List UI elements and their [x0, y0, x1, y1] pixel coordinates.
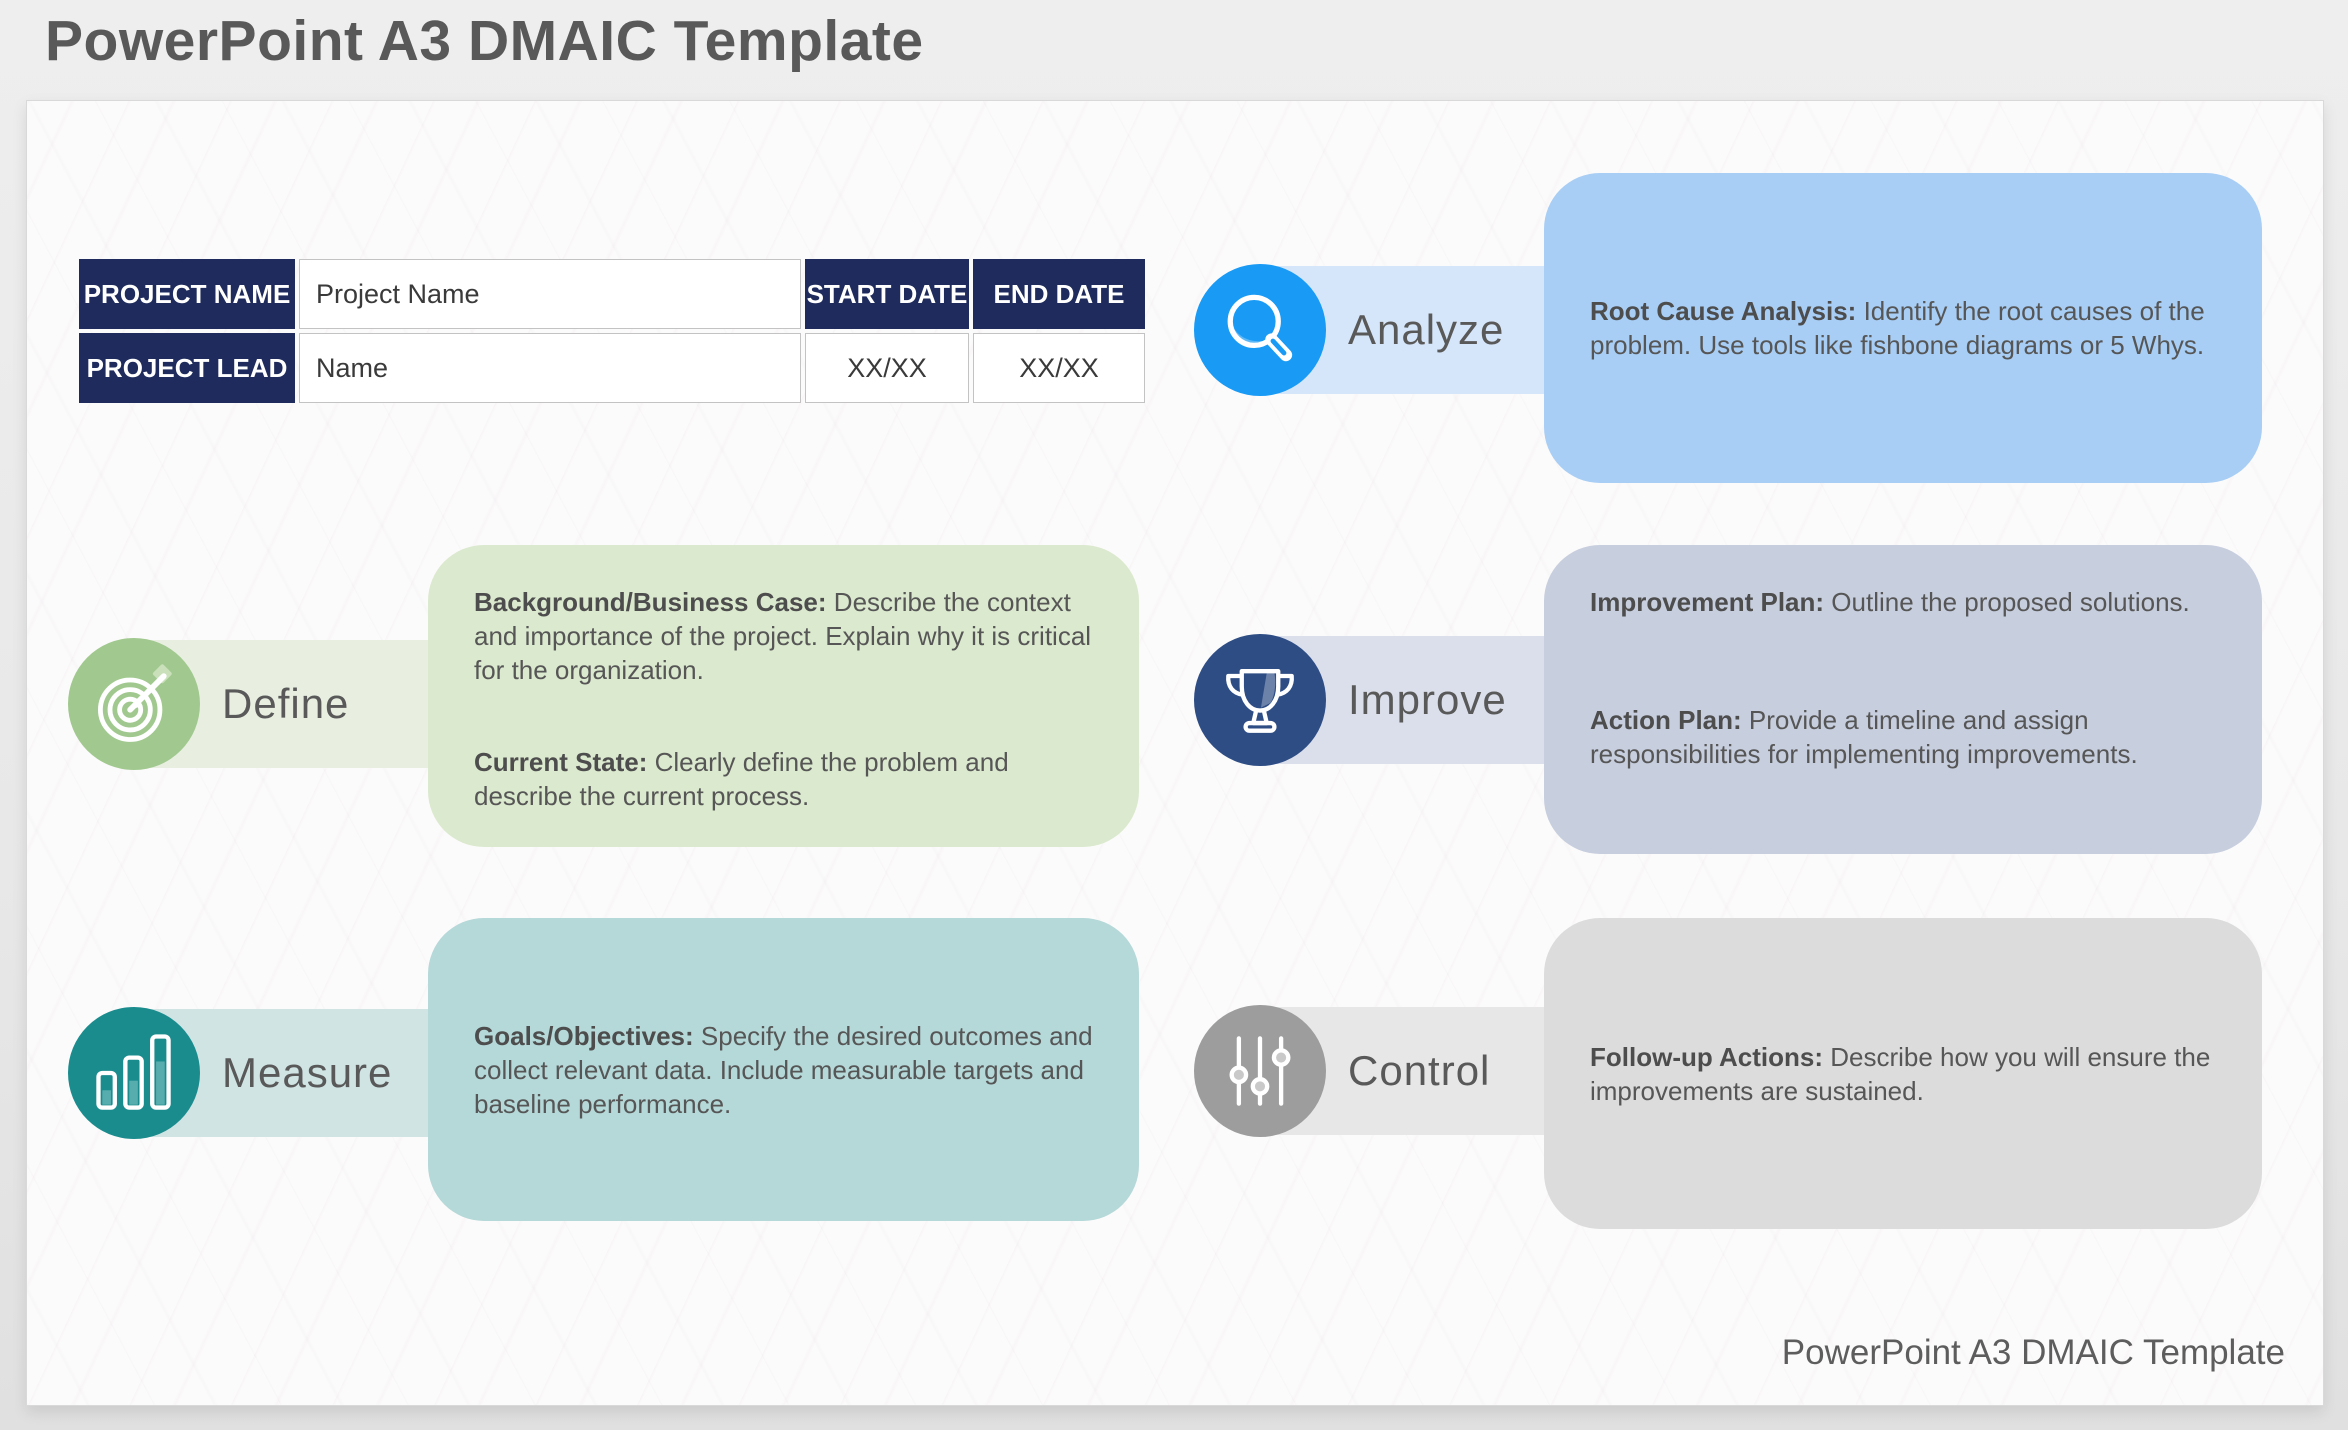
project-name-header: PROJECT NAME — [79, 259, 295, 329]
trophy-icon — [1212, 652, 1308, 748]
measure-icon-circle — [68, 1007, 200, 1139]
define-paragraph-2: Current State: Clearly define the proble… — [474, 747, 1009, 811]
define-card: Background/Business Case: Describe the c… — [428, 545, 1139, 847]
project-lead-field[interactable]: Name — [299, 333, 801, 403]
measure-paragraph-1: Goals/Objectives: Specify the desired ou… — [474, 1020, 1093, 1119]
control-icon-circle — [1194, 1005, 1326, 1137]
improve-paragraph-1: Improvement Plan: Outline the proposed s… — [1590, 587, 2190, 617]
define-paragraph-1: Background/Business Case: Describe the c… — [474, 587, 1092, 685]
target-icon — [86, 656, 182, 752]
analyze-paragraph-1: Root Cause Analysis: Identify the root c… — [1590, 296, 2205, 360]
project-lead-header: PROJECT LEAD — [79, 333, 295, 403]
define-label-band: Define — [134, 640, 436, 768]
start-date-header: START DATE — [805, 259, 969, 329]
control-label: Control — [1348, 1047, 1491, 1094]
project-table: PROJECT NAME Project Name START DATE END… — [79, 259, 1145, 403]
improve-label: Improve — [1348, 676, 1507, 723]
improve-icon-circle — [1194, 634, 1326, 766]
bar-chart-icon — [86, 1025, 182, 1121]
sliders-icon — [1212, 1023, 1308, 1119]
project-name-field[interactable]: Project Name — [299, 259, 801, 329]
page-title: PowerPoint A3 DMAIC Template — [45, 9, 924, 73]
analyze-label-band: Analyze — [1260, 266, 1552, 394]
control-label-band: Control — [1260, 1007, 1552, 1135]
analyze-icon-circle — [1194, 264, 1326, 396]
end-date-header: END DATE — [973, 259, 1145, 329]
improve-paragraph-2: Action Plan: Provide a timeline and assi… — [1590, 705, 2138, 769]
measure-label-band: Measure — [134, 1009, 436, 1137]
end-date-field[interactable]: XX/XX — [973, 333, 1145, 403]
measure-card: Goals/Objectives: Specify the desired ou… — [428, 918, 1139, 1221]
improve-label-band: Improve — [1260, 636, 1552, 764]
measure-label: Measure — [222, 1049, 393, 1096]
start-date-field[interactable]: XX/XX — [805, 333, 969, 403]
slide-canvas: PROJECT NAME Project Name START DATE END… — [26, 100, 2324, 1406]
footer-watermark: PowerPoint A3 DMAIC Template — [1781, 1333, 2285, 1372]
control-card: Follow-up Actions: Describe how you will… — [1544, 918, 2262, 1229]
define-label: Define — [222, 680, 350, 727]
analyze-label: Analyze — [1348, 306, 1505, 353]
define-icon-circle — [68, 638, 200, 770]
improve-card: Improvement Plan: Outline the proposed s… — [1544, 545, 2262, 854]
analyze-card: Root Cause Analysis: Identify the root c… — [1544, 173, 2262, 483]
magnifier-icon — [1212, 282, 1308, 378]
control-paragraph-1: Follow-up Actions: Describe how you will… — [1590, 1041, 2211, 1106]
